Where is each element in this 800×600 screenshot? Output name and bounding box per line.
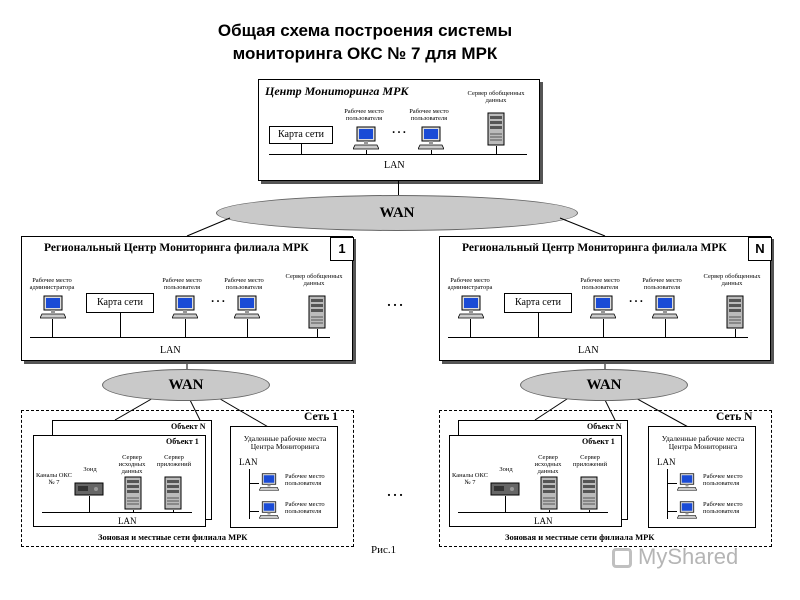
zone-n-server-src-label: Сервер исходных данных: [534, 454, 562, 475]
regional-n-admin-icon: [458, 295, 484, 319]
regional-1-workstation-2-icon: [234, 295, 260, 319]
wan-right: WAN: [520, 369, 688, 401]
zone-1-server-src-icon: [124, 476, 142, 510]
regional-n-number: N: [748, 237, 772, 261]
watermark: MyShared: [612, 544, 738, 570]
zone-n-net-label: Сеть N: [716, 411, 753, 423]
zone-1-server-app-icon: [164, 476, 182, 510]
regional-1-lan-label: LAN: [160, 345, 181, 356]
zone-n-lan-label: LAN: [534, 516, 553, 526]
zone-1-probe-icon: [74, 480, 104, 496]
center-network-map: Карта сети: [269, 126, 333, 144]
zone-1-remote-title: Удаленные рабочие места Центра Мониторин…: [243, 434, 327, 451]
zone-n-object-1-label: Объект 1: [582, 437, 615, 446]
zone-n-object-1-box: Объект 1 Каналы ОКС № 7 Зонд Сервер исхо…: [449, 435, 622, 527]
center-title: Центр Мониторинга МРК: [265, 84, 409, 98]
regional-1-ws1-label: Рабочее место пользователя: [162, 277, 202, 291]
zone-n-server-src-icon: [540, 476, 558, 510]
zone-1-channels-label: Каналы ОКС № 7: [36, 472, 72, 486]
zone-1-remote-box: Удаленные рабочие места Центра Мониторин…: [230, 426, 338, 528]
regional-1-ws2-label: Рабочее место пользователя: [224, 277, 264, 291]
regional-1-network-map: Карта сети: [86, 293, 154, 313]
zone-n-remote-ws2-label: Рабочее место пользователя: [703, 501, 743, 515]
regional-1-lan-line: [30, 337, 330, 338]
zone-n-server-app-label: Сервер приложений: [572, 454, 608, 468]
zone-n-remote-lan-label: LAN: [657, 457, 676, 467]
zone-1-remote-lan-label: LAN: [239, 457, 258, 467]
regional-n-lan-label: LAN: [578, 345, 599, 356]
center-ws2-label: Рабочее место пользователя: [409, 108, 449, 122]
zone-1-box: [21, 410, 354, 547]
zone-n-remote-title: Удаленные рабочие места Центра Мониторин…: [661, 434, 745, 451]
zone-n-probe-icon: [490, 480, 520, 496]
zone-1-remote-ws2-icon: [259, 501, 279, 519]
zone-1-probe-label: Зонд: [83, 466, 97, 473]
figure-caption: Рис.1: [371, 544, 397, 556]
zone-1-object-1-box: Объект 1 Каналы ОКС № 7 Зонд Сервер исхо…: [33, 435, 206, 527]
regional-1-admin-label: Рабочее место администратора: [29, 277, 75, 291]
center-server-label: Сервер обобщенных данных: [467, 90, 525, 104]
zone-1-server-app-label: Сервер приложений: [156, 454, 192, 468]
center-monitoring-box: Центр Мониторинга МРК Рабочее место поль…: [258, 79, 540, 181]
center-lan-label: LAN: [384, 160, 405, 171]
regional-1-workstation-1-icon: [172, 295, 198, 319]
zone-1-remote-ws2-label: Рабочее место пользователя: [285, 501, 325, 515]
regional-n-lan-line: [448, 337, 748, 338]
zone-1-net-label: Сеть 1: [304, 411, 338, 423]
zone-n-probe-label: Зонд: [499, 466, 513, 473]
center-dots: …: [391, 120, 411, 137]
zone-1-remote-ws1-icon: [259, 473, 279, 491]
regional-center-1-box: Региональный Центр Мониторинга филиала М…: [21, 236, 354, 361]
regional-1-server-icon: [308, 295, 326, 329]
zone-n-remote-ws1-icon: [677, 473, 697, 491]
zone-1-object-1-label: Объект 1: [166, 437, 199, 446]
zone-n-remote-ws1-label: Рабочее место пользователя: [703, 473, 743, 487]
watermark-text: MyShared: [638, 544, 739, 569]
zone-1-lan-label: LAN: [118, 516, 137, 526]
regional-n-workstation-1-icon: [590, 295, 616, 319]
diagram-title-line2: мониторинга ОКС № 7 для МРК: [232, 44, 498, 63]
zone-n-footer: Зоновая и местные сети филиала МРК: [505, 532, 655, 542]
regional-1-admin-icon: [40, 295, 66, 319]
zone-1-server-src-label: Сервер исходных данных: [118, 454, 146, 475]
center-ws1-label: Рабочее место пользователя: [344, 108, 384, 122]
zone-n-channels-label: Каналы ОКС № 7: [452, 472, 488, 486]
regional-n-ws1-label: Рабочее место пользователя: [580, 277, 620, 291]
zone-1-remote-ws1-label: Рабочее место пользователя: [285, 473, 325, 487]
regional-1-title: Региональный Центр Мониторинга филиала М…: [44, 242, 309, 254]
wan-left: WAN: [102, 369, 270, 401]
center-lan-line: [269, 154, 527, 155]
zone-n-object-n-label: Объект N: [587, 422, 622, 431]
zone-1-footer: Зоновая и местные сети филиала МРК: [98, 532, 248, 542]
zone-between-dots: …: [386, 480, 408, 500]
wan-top: WAN: [216, 195, 578, 231]
regional-1-server-label: Сервер обобщенных данных: [285, 273, 343, 287]
regional-n-dots: …: [628, 289, 648, 306]
regional-n-ws2-label: Рабочее место пользователя: [642, 277, 682, 291]
zone-1-object-n-label: Объект N: [171, 422, 206, 431]
regional-n-admin-label: Рабочее место администратора: [447, 277, 493, 291]
regional-n-server-icon: [726, 295, 744, 329]
zone-n-remote-box: Удаленные рабочие места Центра Мониторин…: [648, 426, 756, 528]
regional-center-n-box: Региональный Центр Мониторинга филиала М…: [439, 236, 772, 361]
zone-n-remote-ws2-icon: [677, 501, 697, 519]
regional-between-dots: …: [386, 290, 408, 310]
regional-1-dots: …: [210, 289, 230, 306]
zone-n-box: [439, 410, 772, 547]
watermark-logo-icon: [612, 548, 632, 569]
regional-1-number: 1: [330, 237, 354, 261]
regional-n-server-label: Сервер обобщенных данных: [703, 273, 761, 287]
regional-n-title: Региональный Центр Мониторинга филиала М…: [462, 242, 727, 254]
diagram-title-line1: Общая схема построения системы: [217, 21, 513, 40]
regional-n-workstation-2-icon: [652, 295, 678, 319]
regional-n-network-map: Карта сети: [504, 293, 572, 313]
zone-n-server-app-icon: [580, 476, 598, 510]
